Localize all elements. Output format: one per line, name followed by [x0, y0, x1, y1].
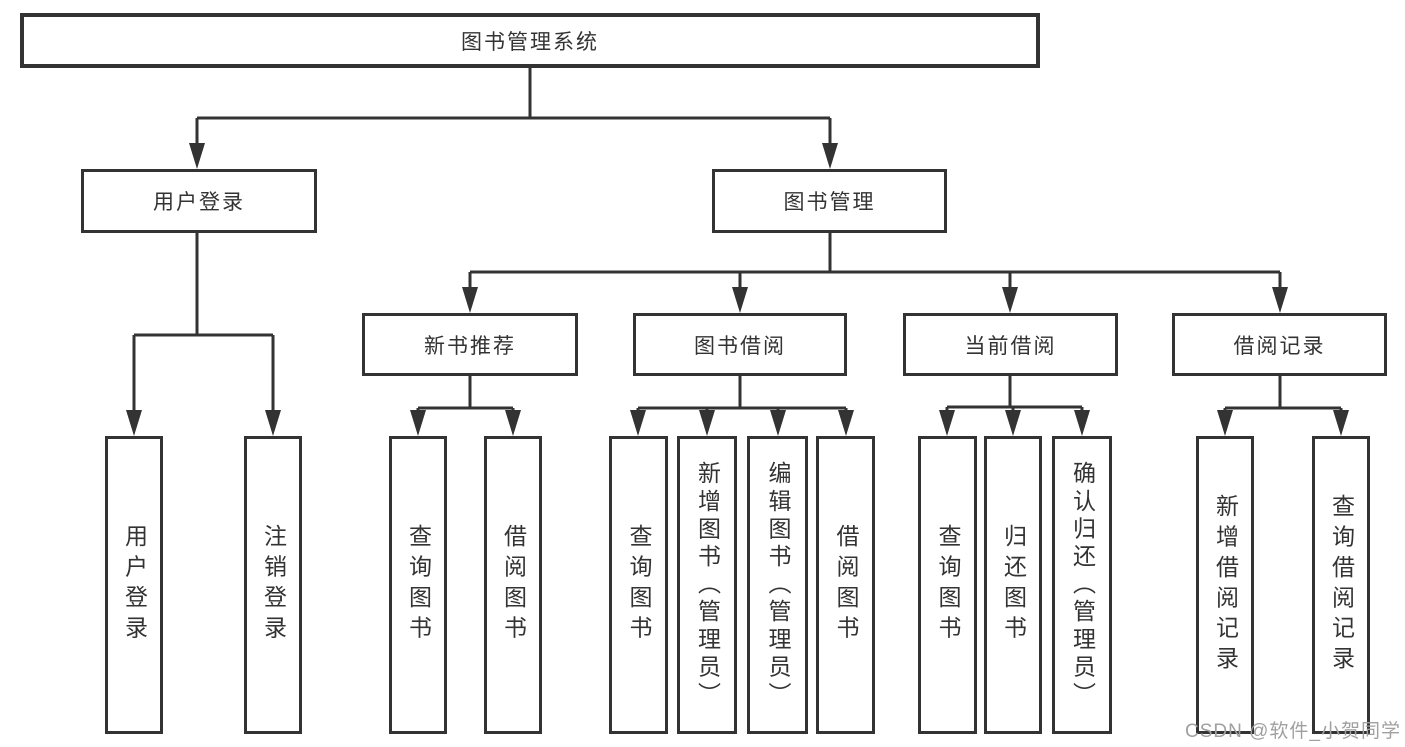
node-nbr-query-books: 查询图书 — [389, 436, 447, 734]
node-library-management-system: 图书管理系统 — [20, 13, 1040, 68]
node-br-query-record: 查询借阅记录 — [1312, 436, 1370, 734]
node-bb-edit-books-admin: 编辑图书（管理员） — [747, 436, 808, 734]
node-label: 查询图书 — [626, 524, 652, 646]
node-cb-query-books: 查询图书 — [918, 436, 977, 734]
node-label: 归还图书 — [1000, 524, 1027, 646]
node-label: 查询图书 — [405, 524, 432, 646]
csdn-watermark: CSDN @软件_小贺同学 — [1185, 721, 1401, 742]
node-leaf-user-login: 用户登录 — [105, 436, 163, 734]
node-nbr-borrow-books: 借阅图书 — [484, 436, 542, 734]
node-book-management: 图书管理 — [712, 169, 947, 233]
node-label: 编辑图书（管理员） — [765, 460, 791, 710]
node-label: 用户登录 — [153, 191, 245, 214]
node-label: 新书推荐 — [424, 334, 516, 358]
node-label: 确认归还（管理员） — [1069, 460, 1096, 710]
node-label: 新增图书（管理员） — [694, 460, 721, 710]
node-label: 借阅记录 — [1233, 334, 1326, 358]
node-new-book-recommend: 新书推荐 — [362, 313, 578, 376]
node-label: 借阅图书 — [833, 524, 859, 646]
node-label: 图书管理系统 — [461, 30, 599, 54]
node-leaf-logout: 注销登录 — [244, 436, 302, 734]
node-label: 图书借阅 — [694, 334, 786, 358]
node-label: 当前借阅 — [964, 334, 1057, 358]
node-label: 借阅图书 — [500, 524, 527, 646]
node-label: 用户登录 — [121, 524, 148, 646]
node-label: 查询借阅记录 — [1328, 493, 1355, 677]
node-book-borrowing: 图书借阅 — [633, 313, 847, 376]
node-bb-borrow-books: 借阅图书 — [816, 436, 875, 734]
node-cb-confirm-return-admin: 确认归还（管理员） — [1052, 436, 1112, 734]
node-bb-add-books-admin: 新增图书（管理员） — [677, 436, 737, 734]
node-label: 新增借阅记录 — [1212, 493, 1239, 677]
node-label: 图书管理 — [783, 191, 876, 214]
node-current-borrowing: 当前借阅 — [903, 313, 1118, 376]
node-label: 查询图书 — [935, 524, 961, 646]
node-borrowing-records: 借阅记录 — [1172, 313, 1387, 376]
node-bb-query-books: 查询图书 — [609, 436, 668, 734]
node-label: 注销登录 — [260, 524, 287, 646]
node-cb-return-books: 归还图书 — [984, 436, 1042, 734]
node-user-login: 用户登录 — [81, 169, 317, 233]
node-br-add-record: 新增借阅记录 — [1196, 436, 1254, 734]
